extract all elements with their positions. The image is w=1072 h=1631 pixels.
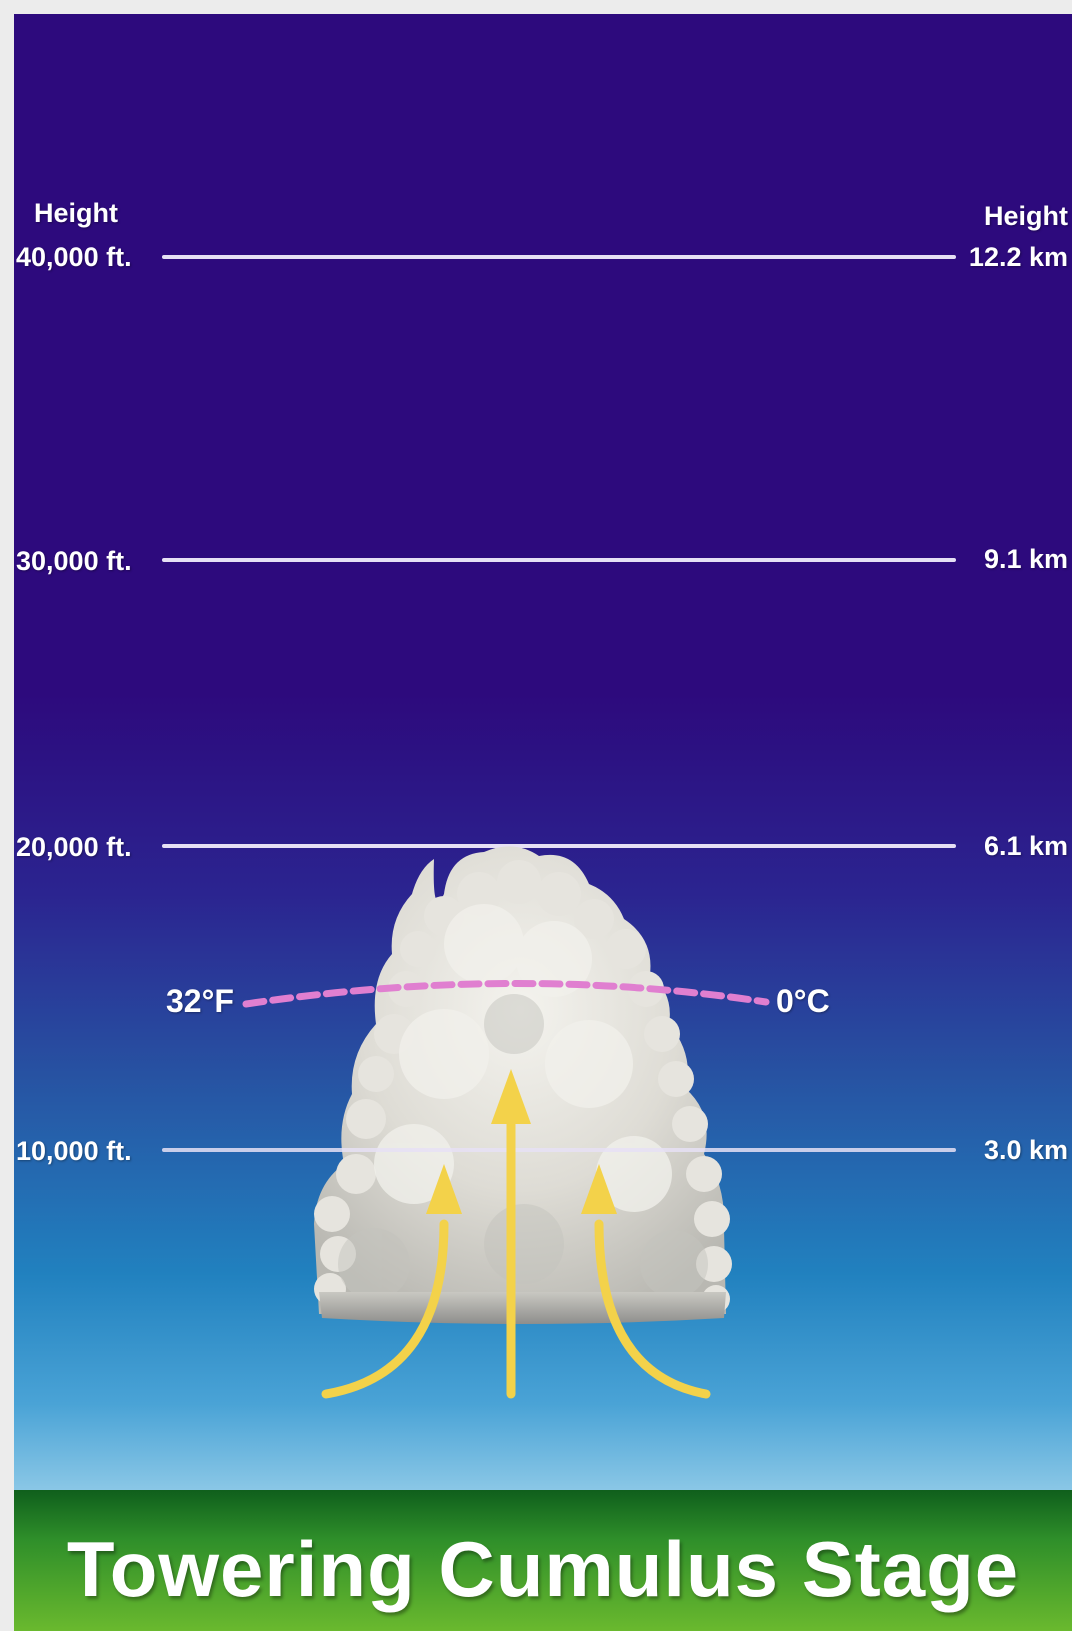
left-label-40000ft: 40,000 ft.: [16, 242, 132, 272]
height-line-20000ft: [162, 844, 956, 848]
right-label-9-1km: 9.1 km: [983, 544, 1068, 574]
ground-band: [14, 1490, 1072, 1631]
left-label-30000ft: 30,000 ft.: [16, 546, 132, 576]
height-line-10000ft: [162, 1148, 956, 1152]
right-label-6-1km: 6.1 km: [983, 831, 1068, 861]
right-label-3-0km: 3.0 km: [983, 1135, 1068, 1165]
center-updraft-arrowhead: [491, 1069, 531, 1124]
right-axis-header: Height: [984, 201, 1068, 231]
left-axis-header: Height: [34, 198, 118, 228]
left-updraft-arrowhead: [426, 1164, 462, 1214]
left-label-20000ft: 20,000 ft.: [16, 832, 132, 862]
freezing-label-celsius: 0°C: [776, 983, 830, 1019]
stage-title: Towering Cumulus Stage: [66, 1525, 1020, 1613]
height-line-30000ft: [162, 558, 956, 562]
height-line-40000ft: [162, 255, 956, 259]
updraft-arrows: [321, 1119, 711, 1399]
cloud-illustration: [162, 846, 956, 1399]
right-updraft-arrowhead: [581, 1164, 617, 1214]
freezing-label-fahrenheit: 32°F: [166, 983, 234, 1019]
freezing-level-line: [242, 979, 770, 1008]
diagram-frame: Height 40,000 ft. 30,000 ft. 20,000 ft. …: [14, 14, 1072, 1631]
left-label-10000ft: 10,000 ft.: [16, 1136, 132, 1166]
towering-cumulus-cloud: [314, 846, 732, 1324]
right-label-12-2km: 12.2 km: [968, 242, 1068, 272]
